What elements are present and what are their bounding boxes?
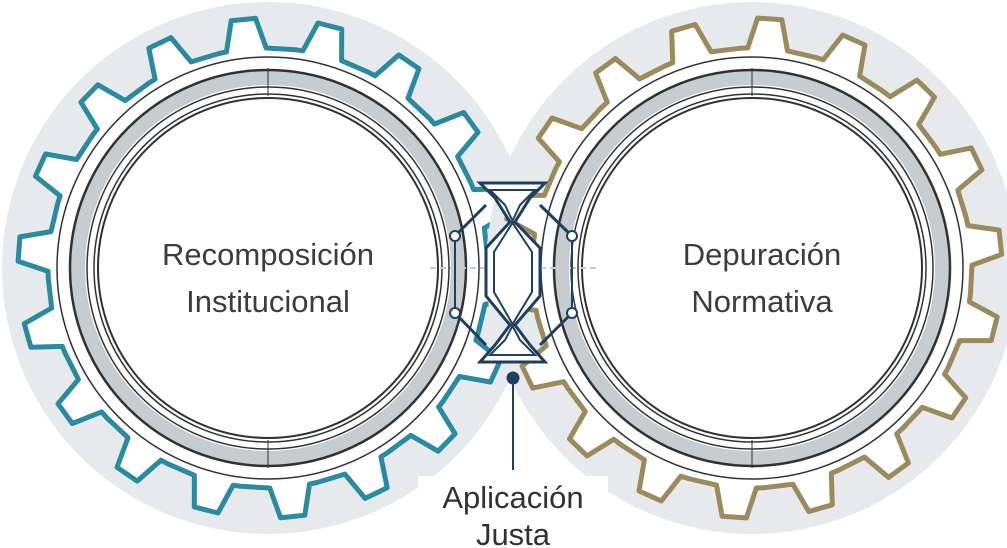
caption-line-2: Justa: [476, 517, 551, 548]
connector-arm-lower-right: [538, 311, 574, 347]
gear-left-label-line-1: Recomposición: [162, 237, 374, 272]
gear-recomposicion-institucional: Recomposición Institucional: [2, 2, 534, 534]
gear-depuracion-normativa: Depuración Normativa: [486, 2, 1007, 534]
connector-arm-upper-right: [538, 203, 574, 238]
caption-backing: [418, 476, 608, 548]
connector-hourglass-inner: [487, 189, 538, 356]
gear-left-inner-face: [97, 97, 439, 439]
gear-right-label-line-1: Depuración: [683, 237, 842, 272]
gear-left-outer-ring: [56, 56, 480, 480]
connector-arm-upper-left: [453, 203, 488, 238]
connector-pivot-lower-left: [449, 307, 461, 319]
connector-pivot-lower-right: [566, 307, 578, 319]
connector-pivot-upper-left: [449, 230, 461, 242]
central-linkage-connector: [430, 181, 600, 470]
connector-caption: Aplicación Justa: [418, 476, 608, 548]
connector-pivot-upper-right: [566, 230, 578, 242]
caption-line-1: Aplicación: [442, 480, 583, 515]
gear-left-label-line-2: Institucional: [186, 284, 350, 319]
connector-hourglass-outer: [476, 181, 549, 364]
gear-right-label-line-2: Normativa: [691, 284, 833, 319]
connector-arm-lower-left: [453, 311, 488, 347]
connector-pointer-dot: [506, 371, 520, 385]
